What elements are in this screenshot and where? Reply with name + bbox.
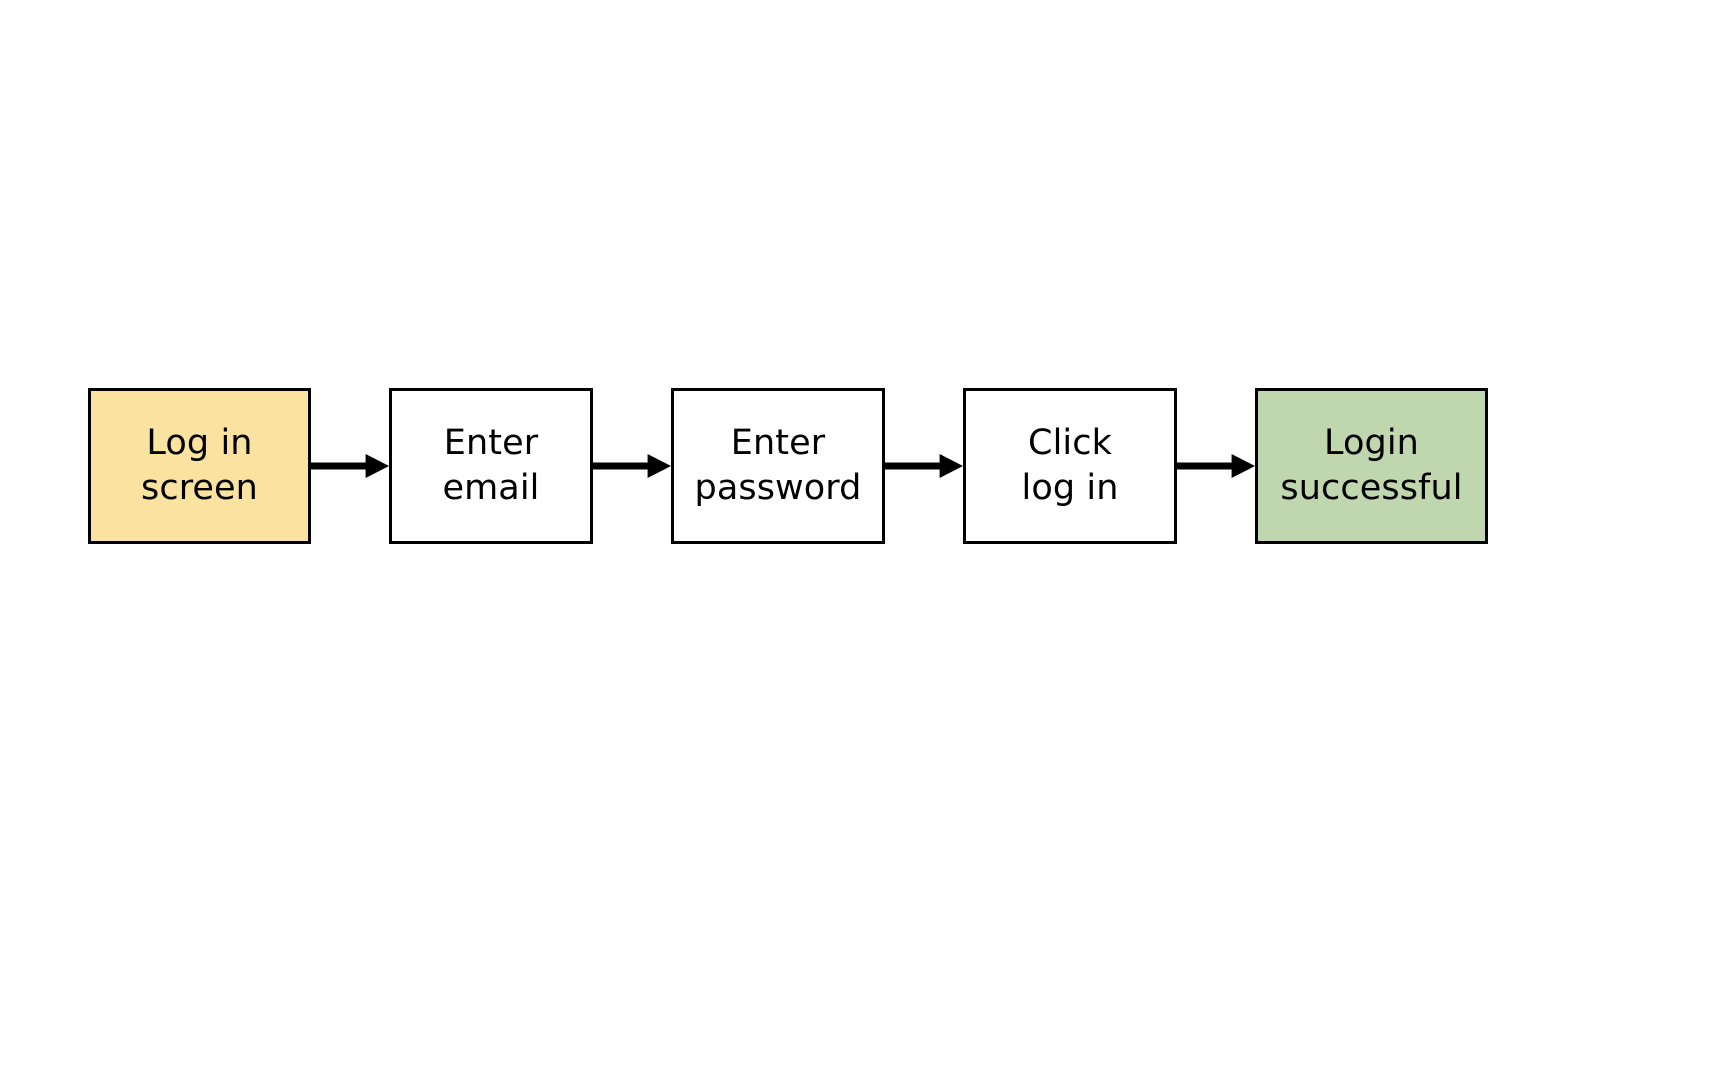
flow-connector-4	[1177, 388, 1255, 544]
flow-node-log-in-screen[interactable]: Log in screen	[88, 388, 311, 544]
flow-node-label-line2: successful	[1280, 468, 1463, 508]
flow-node-label-line2: log in	[1021, 468, 1119, 508]
flow-node-label-line1: Enter	[443, 422, 539, 463]
flow-node-label-line1: Enter	[730, 422, 826, 463]
flow-connector-2	[593, 388, 671, 544]
arrow-right-icon	[1177, 454, 1255, 478]
flow-node-label-line1: Click	[1028, 422, 1112, 463]
flow-node-label-line1: Login	[1324, 422, 1419, 463]
flow-node-label-line2: password	[694, 468, 862, 508]
arrow-right-icon	[885, 454, 963, 478]
flow-node-label-line1: Log in	[146, 422, 253, 463]
flow-node-enter-email[interactable]: Enter email	[389, 388, 593, 544]
flow-node-label-line2: email	[442, 468, 540, 508]
login-flow-diagram: Log in screen Enter email Enter password	[88, 388, 1488, 544]
flow-node-login-successful[interactable]: Login successful	[1255, 388, 1488, 544]
flow-node-click-log-in[interactable]: Click log in	[963, 388, 1177, 544]
flow-connector-3	[885, 388, 963, 544]
flow-node-label-line2: screen	[141, 468, 258, 508]
flow-node-enter-password[interactable]: Enter password	[671, 388, 885, 544]
flow-connector-1	[311, 388, 389, 544]
arrow-right-icon	[311, 454, 389, 478]
arrow-right-icon	[593, 454, 671, 478]
